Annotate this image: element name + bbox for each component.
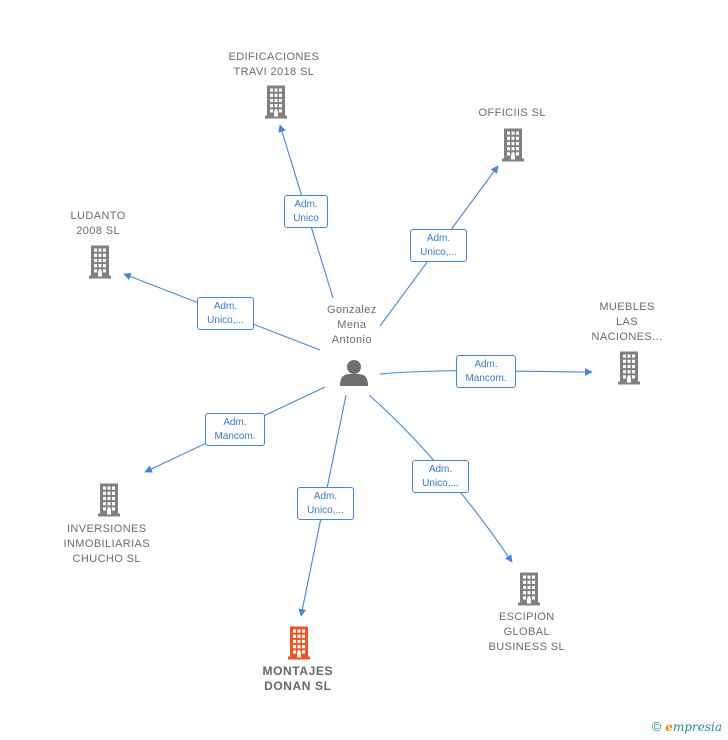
- building-icon[interactable]: [98, 483, 120, 517]
- edge-label-line: Unico: [293, 213, 319, 224]
- brand-logo: empresia: [665, 719, 722, 734]
- company-label-montajes-line: MONTAJES: [262, 664, 334, 678]
- company-label-muebles-line: LAS: [616, 316, 639, 328]
- building-icon[interactable]: [288, 626, 310, 660]
- company-label-montajes-line: DONAN SL: [264, 679, 332, 693]
- company-label-escipion-line: GLOBAL: [503, 626, 550, 638]
- company-label-inversiones-line: INMOBILIARIAS: [63, 538, 150, 550]
- edge-label-officiis[interactable]: Adm. Unico,...: [410, 229, 467, 262]
- company-label-officiis: OFFICIIS SL: [479, 106, 546, 121]
- edge-label-line: Unico,...: [307, 505, 344, 516]
- building-icon[interactable]: [89, 245, 111, 279]
- company-label-escipion-line: ESCIPION: [498, 611, 555, 623]
- company-label-inversiones: INVERSIONES INMOBILIARIAS CHUCHO SL: [64, 522, 151, 567]
- edge-label-muebles[interactable]: Adm. Mancom.: [456, 355, 516, 388]
- company-label-inversiones-line: INVERSIONES: [66, 523, 147, 535]
- company-label-inversiones-line: CHUCHO SL: [72, 553, 141, 565]
- company-label-muebles-line: NACIONES...: [591, 331, 663, 343]
- edge-label-escipion[interactable]: Adm. Unico,...: [412, 460, 469, 493]
- edge-label-line: Unico,...: [422, 478, 459, 489]
- edge-label-line: Adm.: [213, 301, 238, 312]
- edge-label-line: Adm.: [428, 464, 453, 475]
- company-label-ludanto-line: LUDANTO: [70, 210, 126, 222]
- copyright-symbol: ©: [651, 719, 662, 734]
- edge-label-inversiones[interactable]: Adm. Mancom.: [205, 413, 265, 446]
- company-label-edificaciones-line: TRAVI 2018 SL: [233, 66, 315, 78]
- company-label-escipion: ESCIPION GLOBAL BUSINESS SL: [489, 610, 566, 655]
- edge-label-line: Unico,...: [420, 247, 457, 258]
- edge-label-line: Mancom.: [465, 373, 507, 384]
- edge-label-ludanto[interactable]: Adm. Unico,...: [197, 297, 254, 330]
- company-label-ludanto-line: 2008 SL: [76, 225, 120, 237]
- company-label-ludanto: LUDANTO 2008 SL: [71, 209, 126, 239]
- building-icon[interactable]: [265, 85, 287, 119]
- company-label-edificaciones: EDIFICACIONES TRAVI 2018 SL: [229, 50, 320, 80]
- footer-brand: © empresia: [652, 719, 722, 734]
- edge-label-line: Adm.: [474, 359, 498, 370]
- edge-label-line: Adm.: [313, 491, 338, 502]
- company-label-muebles: MUEBLES LAS NACIONES...: [592, 300, 663, 345]
- edge-label-line: Adm.: [294, 199, 318, 210]
- edge-label-montajes[interactable]: Adm. Unico,...: [297, 487, 354, 520]
- building-icon[interactable]: [518, 572, 540, 606]
- person-name-label-line: Antonio: [331, 334, 372, 346]
- edge-label-line: Adm.: [426, 233, 451, 244]
- edge-label-line: Unico,...: [207, 315, 244, 326]
- building-icon[interactable]: [618, 351, 640, 385]
- edge-label-line: Mancom.: [214, 431, 256, 442]
- company-label-officiis-line: OFFICIIS SL: [478, 107, 546, 119]
- edge-label-edificaciones[interactable]: Adm. Unico: [284, 195, 328, 228]
- building-icon[interactable]: [502, 128, 524, 162]
- company-label-muebles-line: MUEBLES: [599, 301, 655, 313]
- person-name-label-line: Mena: [337, 319, 367, 331]
- person-icon[interactable]: [340, 360, 368, 386]
- company-label-escipion-line: BUSINESS SL: [488, 641, 566, 653]
- company-label-edificaciones-line: EDIFICACIONES: [228, 51, 320, 63]
- edge-label-line: Adm.: [223, 417, 247, 428]
- person-name-label-line: Gonzalez: [327, 304, 377, 316]
